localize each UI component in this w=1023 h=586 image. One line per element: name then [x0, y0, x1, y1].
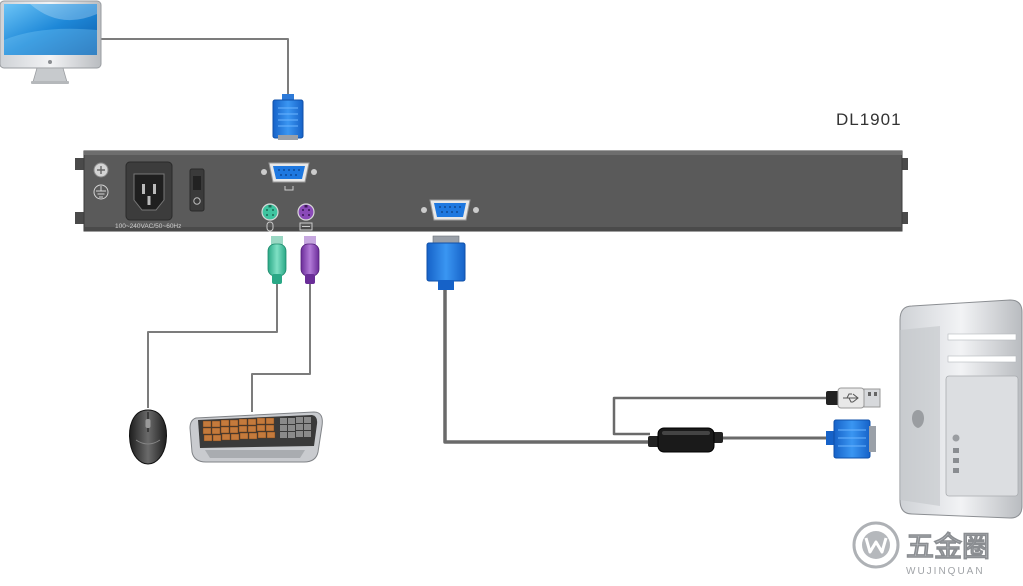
vga-connector-icon — [272, 94, 304, 140]
watermark-subtext: WUJINQUAN — [906, 566, 985, 577]
watermark-text: 五金圈 — [906, 530, 990, 562]
cable-splitter — [648, 427, 723, 453]
computer-vga-cable — [443, 288, 650, 444]
cables — [100, 38, 830, 444]
ground-screw-icon — [93, 162, 109, 178]
ps2-keyboard-port — [297, 203, 315, 231]
console-vga-port — [261, 162, 317, 191]
mouse-cable — [147, 284, 278, 408]
keyboard-cable — [251, 284, 311, 412]
monitor-cable — [100, 38, 289, 98]
computer-tower-icon — [899, 299, 1023, 519]
kvm-rear-panel: 100~240VAC/50~60Hz — [75, 150, 908, 232]
power-switch[interactable] — [189, 168, 205, 212]
splitter-usb-cable — [612, 396, 830, 436]
monitor-icon — [0, 0, 102, 84]
computer-vga-port — [421, 199, 479, 221]
power-inlet-icon — [125, 161, 173, 221]
keyboard-icon — [189, 411, 323, 463]
watermark-logo: 五金圈 WUJINQUAN — [852, 521, 990, 577]
earth-ground-icon — [93, 184, 109, 200]
ps2-keyboard-plug — [300, 236, 320, 284]
mouse-icon — [129, 409, 167, 465]
vga-connector-icon — [426, 235, 466, 290]
ps2-mouse-port — [261, 203, 279, 232]
vga-connector-icon — [826, 419, 876, 459]
power-rating-label: 100~240VAC/50~60Hz — [115, 223, 181, 230]
ps2-mouse-plug — [267, 236, 287, 284]
usb-connector-icon — [826, 387, 881, 409]
model-label: DL1901 — [836, 110, 902, 129]
